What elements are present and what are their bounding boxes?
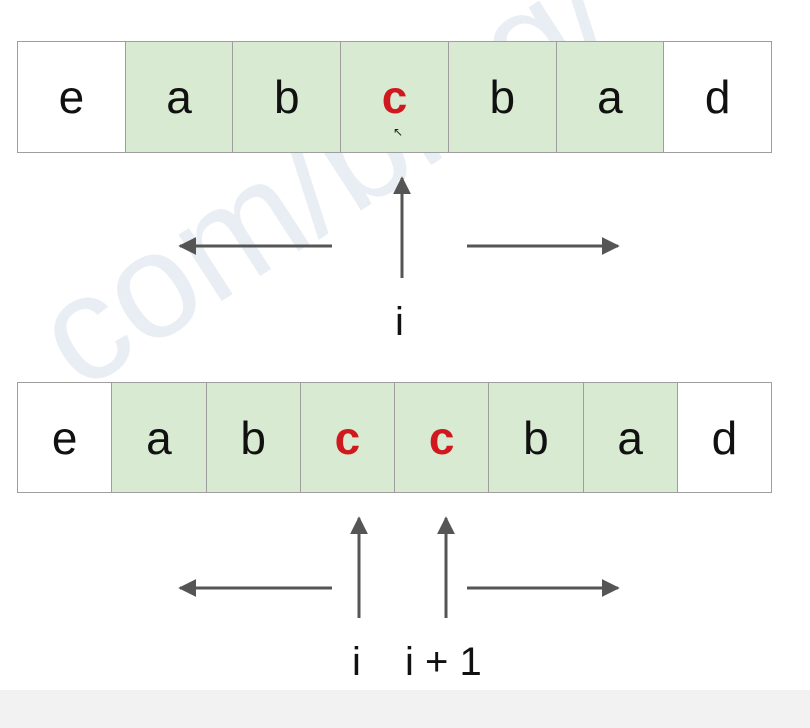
bottom-cell-3: c: [300, 383, 395, 492]
mouse-pointer-icon: ↖: [393, 125, 404, 139]
top-pointer-label: i: [395, 300, 404, 344]
bottom-band: [0, 690, 810, 728]
bottom-cell-0: e: [18, 383, 113, 492]
bottom-pointer-label-i: i: [352, 640, 361, 684]
bottom-cell-6: a: [583, 383, 678, 492]
bottom-string-row: e a b c c b a d: [17, 382, 772, 493]
top-cell-4: b: [448, 42, 557, 152]
top-cell-6: d: [664, 42, 772, 152]
bottom-cell-4: c: [395, 383, 490, 492]
bottom-pointer-label-i-plus-1: i + 1: [405, 640, 482, 684]
bottom-cell-5: b: [489, 383, 584, 492]
top-cell-3: c: [341, 42, 449, 152]
top-string-row: e a b c b a d: [17, 41, 772, 153]
bottom-cell-2: b: [206, 383, 301, 492]
bottom-cell-1: a: [112, 383, 207, 492]
top-cell-0: e: [18, 42, 126, 152]
top-cell-1: a: [125, 42, 234, 152]
top-cell-5: a: [556, 42, 665, 152]
bottom-cell-7: d: [677, 383, 771, 492]
top-cell-2: b: [233, 42, 342, 152]
